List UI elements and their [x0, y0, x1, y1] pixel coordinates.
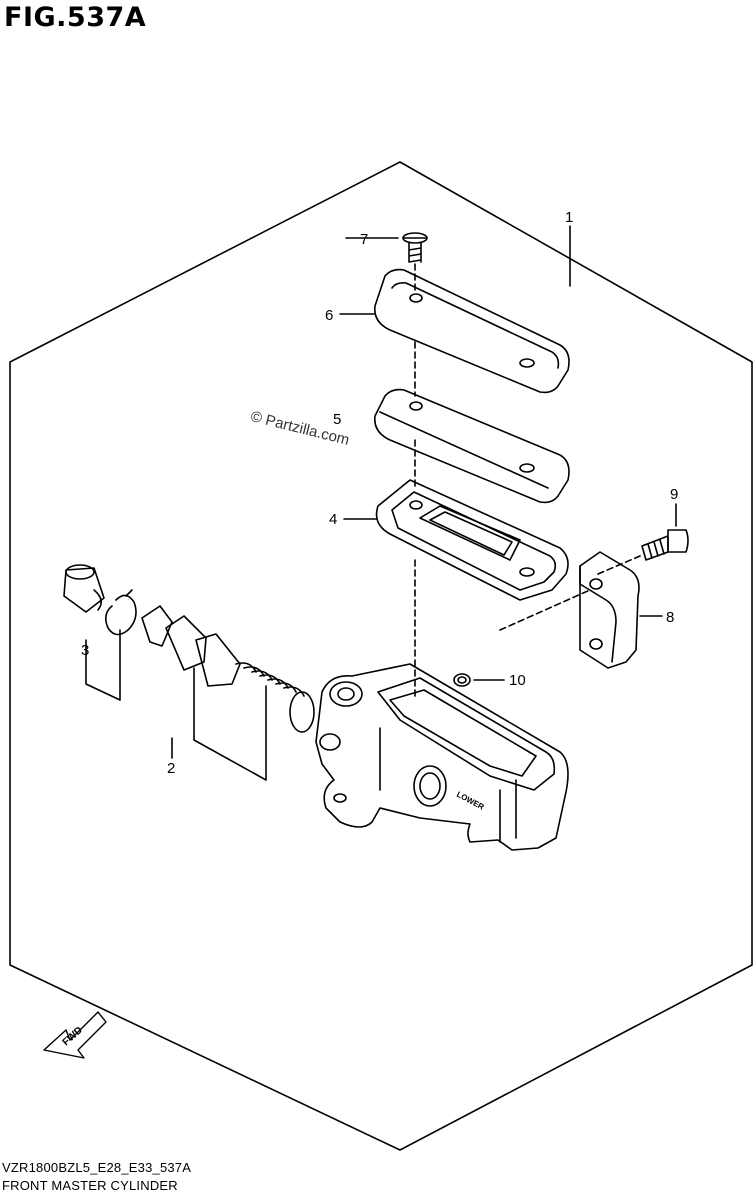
callout-label-5: 5	[333, 411, 341, 428]
master-cylinder-body-part	[315, 663, 569, 851]
callout-label-8: 8	[666, 609, 674, 626]
callout-label-2: 2	[167, 760, 175, 777]
handlebar-clamp-part	[579, 551, 640, 669]
cap-screw-part	[402, 232, 428, 263]
diaphragm-plate-part	[373, 388, 570, 504]
callout-label-10: 10	[509, 672, 526, 689]
o-ring-part	[453, 673, 471, 687]
callout-label-9: 9	[670, 486, 678, 503]
forward-direction-arrow	[43, 1011, 107, 1059]
callout-label-3: 3	[81, 642, 89, 659]
circlip-part	[104, 589, 137, 636]
callout-label-6: 6	[325, 307, 333, 324]
model-code: VZR1800BZL5_E28_E33_537A	[2, 1160, 192, 1175]
figure-name: FRONT MASTER CYLINDER	[2, 1178, 178, 1193]
piston-spring-part	[141, 605, 315, 733]
diaphragm-part	[375, 479, 569, 601]
callout-label-1: 1	[565, 209, 573, 226]
callout-label-4: 4	[329, 511, 337, 528]
clamp-bolt-part	[641, 529, 689, 561]
figure-title: FIG.537A	[4, 2, 147, 33]
lower-marking: LOWER	[455, 790, 486, 812]
reservoir-cap-part	[373, 268, 570, 394]
callout-label-7: 7	[360, 231, 368, 248]
assembly-outline	[9, 161, 753, 1151]
dust-boot-part	[63, 564, 105, 613]
